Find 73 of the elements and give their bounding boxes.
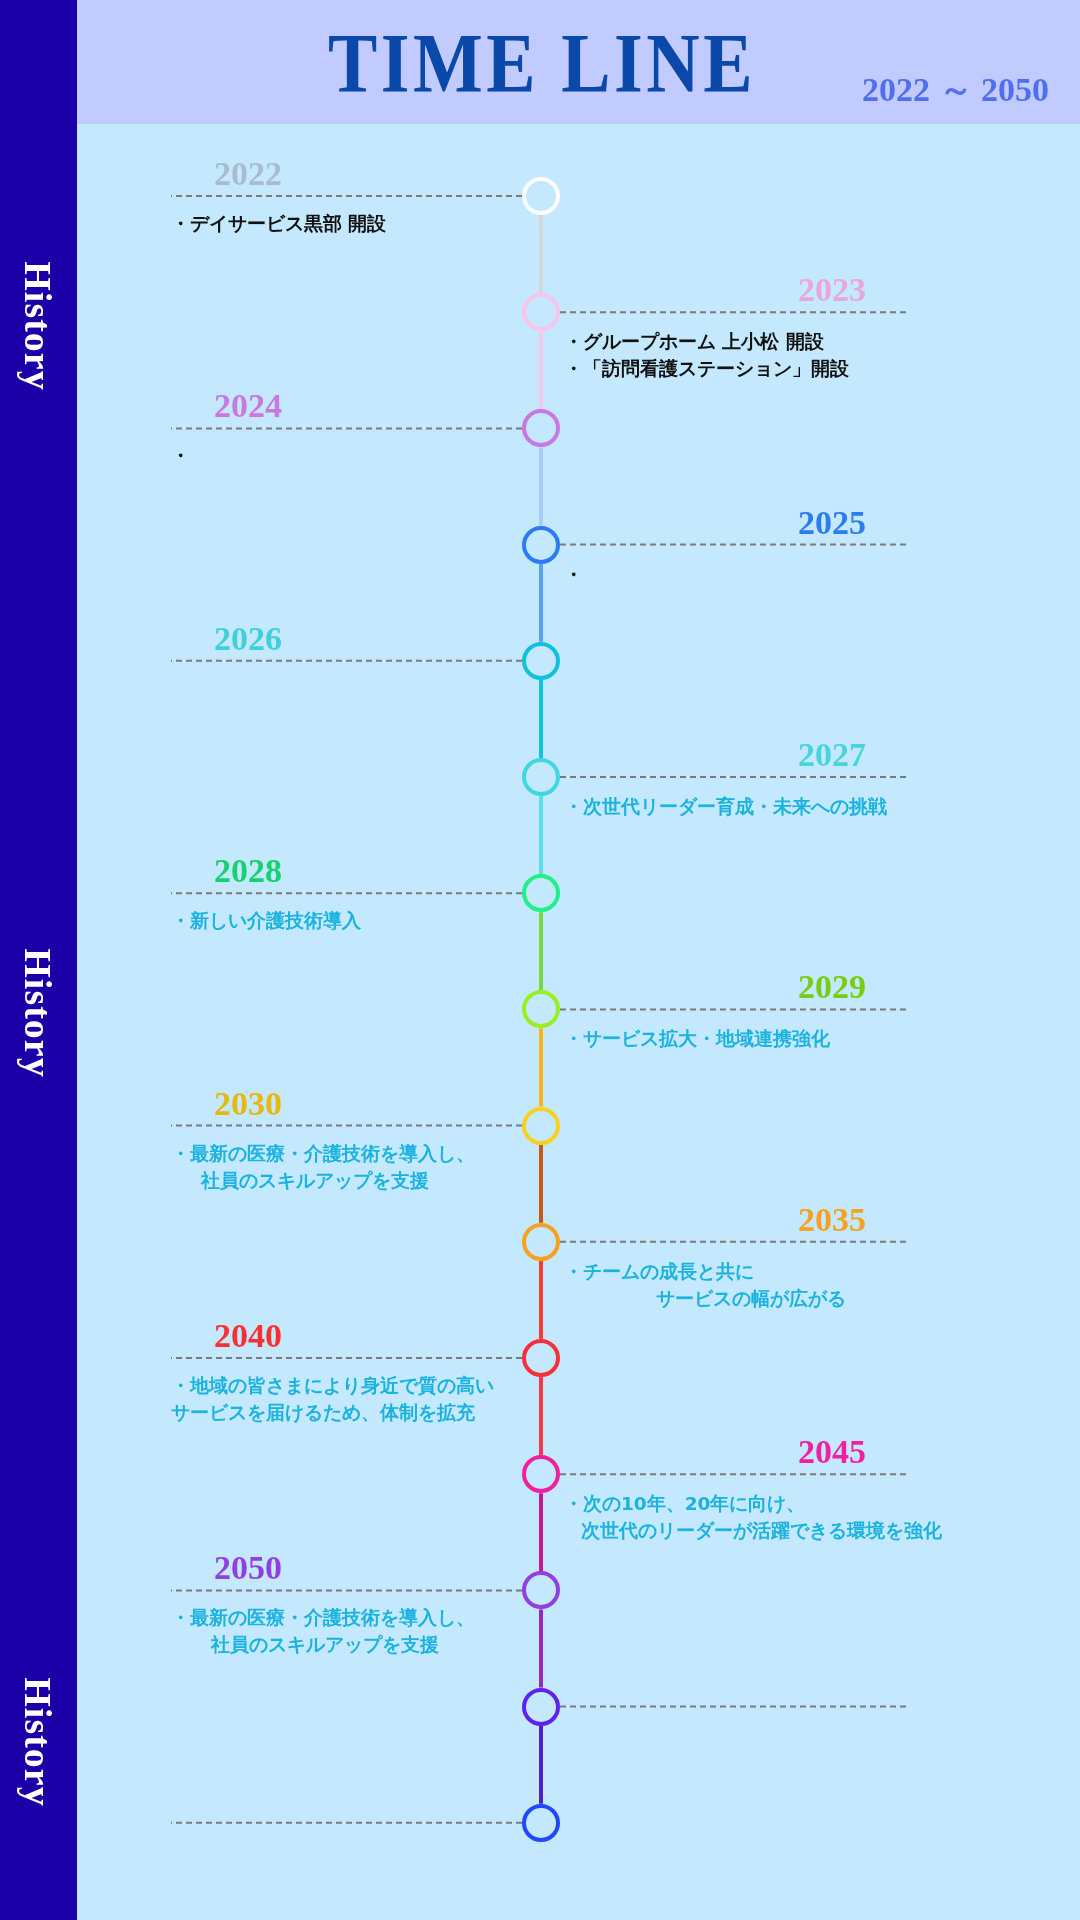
dashed-line: [170, 1124, 523, 1127]
year-label: 2040: [214, 1319, 282, 1353]
dashed-line: [170, 427, 523, 430]
timeline-line: [539, 679, 543, 758]
year-range: 2022 ～ 2050: [862, 73, 1049, 107]
description-text: ・新しい介護技術導入: [171, 909, 361, 934]
timeline-line: [539, 912, 543, 991]
dashed-line: [559, 1008, 909, 1011]
description-text: ・「訪問看護ステーション」開設: [564, 357, 849, 382]
timeline-line: [539, 796, 543, 875]
dashed-line: [559, 1705, 909, 1708]
year-label: 2026: [214, 621, 282, 656]
description-text: ・サービス拡大・地域連携強化: [564, 1027, 830, 1052]
sidebar-text: History: [19, 948, 57, 1078]
sidebar-text: History: [19, 1677, 57, 1807]
description-text: ・地域の皆さまにより身近で質の高いサービスを届けるため、体制を拡充: [171, 1374, 494, 1425]
timeline-circle: [522, 1803, 560, 1842]
sidebar-text: History: [19, 261, 57, 391]
description-text: ・最新の医療・介護技術を導入し、社員のスキルアップを支援: [171, 1141, 475, 1193]
year-label: 2050: [214, 1551, 282, 1586]
timeline-circle: [522, 1339, 560, 1377]
dashed-line: [170, 1357, 523, 1359]
timeline-circle: [522, 1222, 560, 1261]
timeline-circle: [522, 177, 560, 215]
description-text: ・チームの成長と共にサービスの幅が広がる: [564, 1259, 846, 1311]
timeline-line: [539, 1493, 543, 1572]
timeline-line: [539, 215, 543, 294]
year-label: 2024: [214, 389, 282, 424]
year-label: 2045: [798, 1435, 866, 1470]
timeline-circle: [522, 409, 560, 448]
dashed-line: [559, 1240, 909, 1243]
dashed-line: [559, 311, 909, 314]
year-label: 2023: [798, 273, 866, 308]
timeline-line: [539, 1725, 543, 1804]
timeline-circle: [522, 1571, 560, 1610]
timeline-line: [539, 1144, 543, 1223]
dashed-line: [170, 892, 523, 895]
timeline-circle: [522, 1106, 560, 1145]
timeline-circle: [522, 758, 560, 796]
year-label: 2030: [214, 1086, 282, 1121]
description-text: ・次の10年、20年に向け、次世代のリーダーが活躍できる環境を強化: [564, 1492, 942, 1544]
timeline-circle: [522, 874, 560, 913]
dashed-line: [170, 195, 523, 197]
timeline-circle: [522, 641, 560, 680]
description-text: ・グループホーム 上小松 開設: [564, 330, 824, 355]
description-text: ・次世代リーダー育成・未来への挑戦: [564, 795, 887, 819]
description-text: ・: [171, 444, 190, 469]
description-text: ・デイサービス黒部 開設: [171, 212, 387, 236]
description-text: ・最新の医療・介護技術を導入し、社員のスキルアップを支援: [171, 1606, 475, 1658]
year-label: 2035: [798, 1202, 866, 1237]
timeline-line: [539, 1260, 543, 1339]
timeline-line: [539, 563, 543, 642]
timeline-circle: [522, 293, 560, 332]
timeline-line: [539, 1609, 543, 1688]
dashed-line: [559, 776, 909, 778]
timeline-line: [539, 1028, 543, 1107]
year-label: 2029: [798, 970, 866, 1005]
dashed-line: [559, 543, 909, 546]
title: TIME LINE: [327, 22, 757, 106]
timeline-line: [539, 1377, 543, 1456]
year-label: 2025: [798, 505, 866, 540]
dashed-line: [170, 1589, 523, 1592]
year-label: 2027: [798, 738, 866, 772]
dashed-line: [559, 1473, 909, 1476]
dashed-line: [170, 659, 523, 662]
timeline-circle: [522, 990, 560, 1029]
timeline-line: [539, 331, 543, 410]
timeline-circle: [522, 525, 560, 564]
year-label: 2028: [214, 854, 282, 889]
timeline-circle: [522, 1455, 560, 1494]
timeline-circle: [522, 1687, 560, 1726]
dashed-line: [170, 1821, 523, 1824]
description-text: ・: [564, 562, 583, 587]
